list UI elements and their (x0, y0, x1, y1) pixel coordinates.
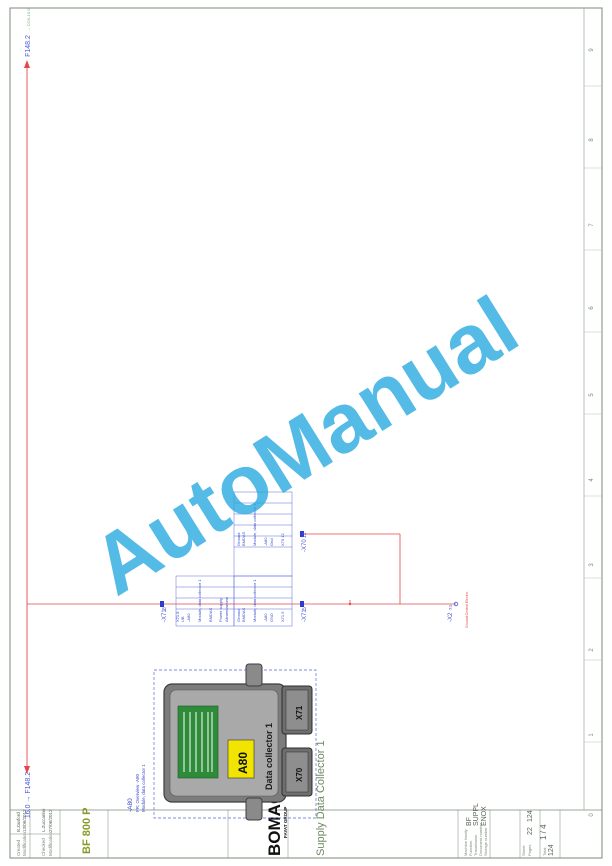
tbl-right-3: -A80 (263, 537, 268, 546)
tb-label-4: Storage number (483, 827, 488, 856)
ground-note: Ground Central Electric (465, 591, 469, 628)
tb-label-3: Document number (478, 822, 483, 856)
tbl-mid-2: Module, data collector 1 (252, 579, 257, 622)
col-2: 2 (589, 648, 595, 652)
mount-tab-bottom (245, 797, 263, 821)
tbl-mid-5: X71 5 (280, 611, 285, 622)
tb-function: SUPPL (473, 803, 480, 826)
tb-brand-sub: FAYAT GROUP (283, 807, 288, 838)
tb-page-of: 1 / 4 (539, 824, 548, 840)
tb-label-1: Function (468, 841, 473, 856)
tb-env: ENOX (481, 806, 488, 826)
tb-sheet-label: Sheet (521, 845, 526, 856)
module-label: Data collector 1 (264, 723, 274, 790)
x2-label: -X2 (448, 612, 454, 622)
tbl-right-4: Gnd (269, 538, 274, 546)
col-4: 4 (589, 478, 595, 482)
tb-total-label: Total (542, 847, 547, 856)
tb-date2: 27/06/2012 (48, 809, 53, 832)
x71b-pin: 5 (302, 607, 308, 610)
mount-tab-top (245, 663, 263, 687)
x70-pin-marker (300, 531, 304, 537)
connector-labels: -X71 8 -X71 5 -X70 12 -X2 74 Ground Cent… (160, 531, 469, 628)
tbl-mid-1: BMDAS (241, 607, 246, 622)
supply-rail: F148.2 → CON.10.0 16.0 → F148.2 (24, 8, 32, 818)
tbl-left-2: -A80 (186, 613, 191, 622)
tb-date2-label: Modification (48, 831, 53, 856)
module-title-2: Module, data collector 1 (141, 764, 146, 812)
module-tag-bg (227, 739, 255, 779)
module-tag: A80 (236, 752, 250, 774)
tb-pages-label: Pages (527, 845, 532, 856)
tb-label-2: Trasmission (473, 835, 478, 856)
info-table-text: X71 8 UB -A80 Module, data collector 1 B… (175, 503, 285, 622)
tb-created-label: Created (16, 839, 21, 856)
tb-total: 124 (548, 844, 555, 856)
tb-created: B.Zanford (16, 812, 21, 832)
ref-bottom-left: 16.0 → F148.2 (25, 772, 32, 818)
module-frame (153, 669, 317, 819)
col-9: 9 (589, 48, 595, 52)
x2-pin: 74 (448, 604, 453, 610)
module-title-1: FR: Overview -A80 (135, 773, 140, 812)
ref-tail-top: → CON.10.0 (26, 8, 31, 32)
module-a80[interactable]: -A80 FR: Overview -A80 Module, data coll… (127, 663, 317, 821)
x70-pin: 12 (302, 532, 308, 538)
tb-model: BF 800 P (81, 808, 93, 854)
tb-checked: L.Zuccarino (41, 808, 46, 832)
tb-brand: BOMAG (265, 791, 284, 856)
col-6: 6 (589, 306, 595, 310)
tb-pages: 124 (527, 810, 534, 822)
col-1: 1 (589, 733, 595, 737)
col-8: 8 (589, 138, 595, 142)
tb-date1-label: Modification (22, 831, 27, 856)
x70-label: -X70 (302, 539, 308, 552)
info-table (175, 491, 293, 627)
tbl-left-6: Alimentazione (224, 596, 229, 622)
x71-pin: 8 (162, 607, 168, 610)
tbl-mid-3: -A80 (263, 613, 268, 622)
tbl-left-4: BMDAS (208, 607, 213, 622)
tb-family: BF (466, 817, 473, 826)
connector-x71-label: X71 (295, 705, 304, 720)
col-3: 3 (589, 563, 595, 567)
connector-x70-label: X70 (295, 767, 304, 782)
tb-date1: 13/06/2012 (22, 809, 27, 832)
tbl-right-2: Module, data collector 1 (252, 503, 257, 546)
green-label (177, 705, 219, 779)
tbl-left-3: Module, data collector 1 (197, 579, 202, 622)
x71b-label: -X71 (302, 609, 308, 622)
wiring (27, 533, 456, 606)
x71-pin-marker (160, 601, 164, 607)
tb-doc-title: Supply Data Collector 1 (315, 740, 327, 856)
tbl-mid-0: Ground (236, 609, 241, 622)
tb-label-0: Machine family (463, 829, 468, 856)
x2-terminal (453, 601, 459, 607)
tb-sheet: 22 (527, 827, 534, 835)
col-0: 0 (589, 813, 595, 817)
tbl-left-1: UB (180, 616, 185, 622)
tbl-left-0: X71 8 (175, 611, 180, 622)
tb-checked-label: Checked (41, 838, 46, 856)
tbl-mid-4: GND (269, 613, 274, 622)
tbl-right-5: X70 12 (280, 533, 285, 546)
column-ruler: 0 1 2 3 4 5 6 7 8 9 (583, 8, 602, 817)
col-7: 7 (589, 223, 595, 227)
x71-label: -X71 (162, 609, 168, 622)
ref-top-left: F148.2 (25, 35, 32, 57)
tbl-right-0: Ground (236, 533, 241, 546)
x71b-pin-marker (300, 601, 304, 607)
col-5: 5 (589, 393, 595, 397)
tbl-right-1: BMDAS (241, 531, 246, 546)
module-title-0: -A80 (127, 798, 134, 812)
tbl-left-5: Power supply (218, 598, 223, 622)
